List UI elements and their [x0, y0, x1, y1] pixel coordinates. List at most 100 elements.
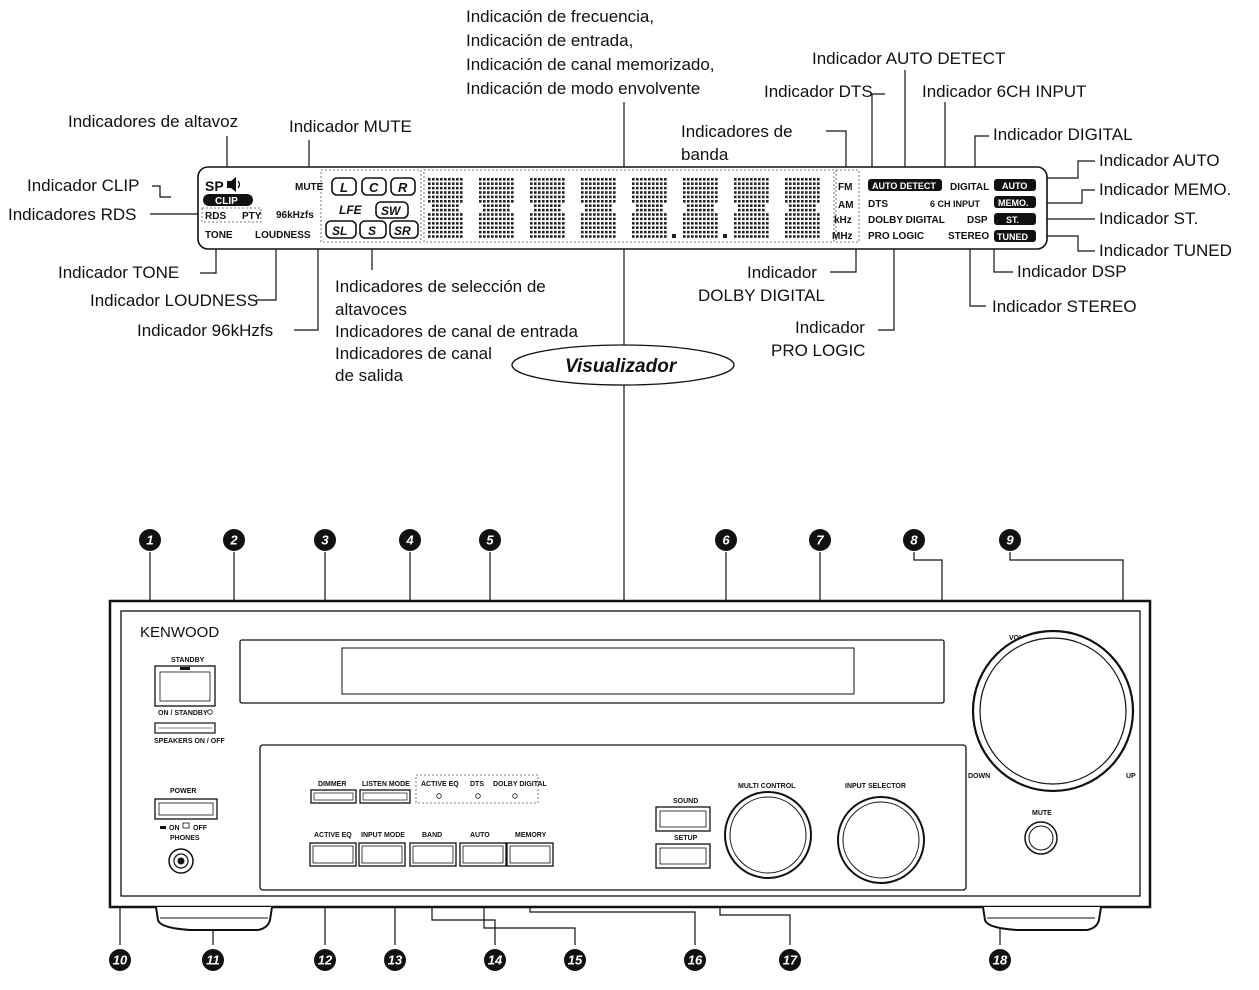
ch-s: S: [368, 224, 376, 238]
active-eq-led: [436, 793, 442, 799]
standby-button[interactable]: [154, 665, 216, 707]
display-dts: DTS: [868, 199, 888, 210]
display-tuned: TUNED: [997, 232, 1028, 242]
sound-label: SOUND: [673, 798, 698, 805]
ch-lfe: LFE: [339, 203, 363, 217]
label-prologic-1: Indicador: [795, 318, 865, 337]
label-prologic-2: PRO LOGIC: [771, 341, 865, 360]
callout-number-1: 1: [146, 533, 153, 548]
sound-button[interactable]: [655, 806, 711, 832]
label-seleccion-2: altavoces: [335, 300, 407, 319]
display-dsp: DSP: [967, 215, 988, 226]
display-mute: MUTE: [295, 182, 324, 193]
callout-number-8: 8: [910, 533, 918, 548]
input-mode-button[interactable]: [358, 842, 406, 867]
brand-logo: KENWOOD: [140, 624, 219, 641]
phones-label: PHONES: [170, 835, 200, 842]
label-st: Indicador ST.: [1099, 209, 1198, 228]
callout-circle-11: [202, 949, 224, 971]
dot-matrix-char: [581, 178, 616, 238]
dts-led: [475, 793, 481, 799]
callout-circle-10: [109, 949, 131, 971]
callout-circle-5: [479, 529, 501, 551]
dolby-led: [512, 793, 518, 799]
display-clip: CLIP: [215, 196, 238, 207]
listen-mode-button[interactable]: [359, 789, 411, 804]
auto-button[interactable]: [459, 842, 507, 867]
label-auto: Indicador AUTO: [1099, 151, 1220, 170]
callout-number-15: 15: [568, 953, 583, 968]
dimmer-button[interactable]: [310, 789, 357, 804]
callout-number-12: 12: [318, 953, 333, 968]
dolby-indicator-label: DOLBY DIGITAL: [493, 781, 548, 788]
display-tone: TONE: [205, 230, 233, 241]
input-mode-label: INPUT MODE: [361, 832, 405, 839]
active-eq-label: ACTIVE EQ: [314, 832, 352, 839]
power-button[interactable]: [154, 798, 218, 820]
on-icon: [160, 826, 166, 829]
dot-matrix-char: [683, 178, 718, 238]
label-mute: Indicador MUTE: [289, 117, 412, 136]
dot-matrix-char: [785, 178, 820, 238]
speaker-icon: [227, 177, 241, 192]
dimmer-label: DIMMER: [318, 781, 346, 788]
display-window: SP CLIP RDS PTY TONE LOUDNESS MUTE 96kHz…: [197, 166, 1048, 250]
callout-number-16: 16: [688, 953, 703, 968]
callout-circle-9: [999, 529, 1021, 551]
ch-sl: SL: [332, 224, 347, 238]
label-seleccion-4: Indicadores de canal: [335, 344, 492, 363]
callout-number-7: 7: [816, 533, 824, 548]
display-frame: [197, 166, 1048, 250]
dot-matrix-char: [479, 178, 514, 238]
label-freq-2: Indicación de entrada,: [466, 31, 633, 50]
label-dts: Indicador DTS: [764, 82, 873, 101]
label-freq-4: Indicación de modo envolvente: [466, 79, 700, 98]
power-label: POWER: [170, 788, 196, 795]
display-clip-badge: [203, 194, 253, 206]
band-button[interactable]: [409, 842, 457, 867]
callout-circle-14: [484, 949, 506, 971]
display-dolby: DOLBY DIGITAL: [868, 215, 945, 226]
label-seleccion-3: Indicadores de canal de entrada: [335, 322, 578, 341]
down-label: DOWN: [968, 773, 990, 780]
callout-number-14: 14: [488, 953, 503, 968]
band-label: BAND: [422, 832, 442, 839]
memory-button[interactable]: [506, 842, 554, 867]
display-auto-detect: AUTO DETECT: [872, 181, 936, 191]
volume-knob[interactable]: [971, 629, 1135, 793]
mute-label: MUTE: [1032, 810, 1052, 817]
ch-r: R: [398, 180, 408, 195]
active-eq-button[interactable]: [309, 842, 357, 867]
callout-number-11: 11: [206, 953, 220, 968]
panel-display-window: [239, 639, 945, 704]
ch-l: L: [340, 180, 348, 195]
input-selector-knob[interactable]: [837, 796, 925, 884]
mute-button[interactable]: [1024, 821, 1058, 855]
label-tuned: Indicador TUNED: [1099, 241, 1232, 260]
label-rds: Indicadores RDS: [8, 205, 137, 224]
callout-circle-7: [809, 529, 831, 551]
multi-control-knob[interactable]: [724, 791, 812, 879]
ch-c: C: [369, 180, 379, 195]
label-freq-1: Indicación de frecuencia,: [466, 7, 654, 26]
listen-mode-label: LISTEN MODE: [362, 781, 410, 788]
display-stereo: STEREO: [948, 231, 989, 242]
callout-number-18: 18: [993, 953, 1008, 968]
label-96khz: Indicador 96kHzfs: [137, 321, 273, 340]
callout-number-4: 4: [405, 533, 414, 548]
display-prologic: PRO LOGIC: [868, 231, 924, 242]
auto-label: AUTO: [470, 832, 490, 839]
on-label: ON: [169, 825, 180, 832]
callout-circle-8: [903, 529, 925, 551]
on-standby-label: ON / STANDBY: [158, 710, 208, 717]
display-st: ST.: [1006, 215, 1019, 225]
setup-button[interactable]: [655, 843, 711, 869]
callout-circle-1: [139, 529, 161, 551]
callout-circle-18: [989, 949, 1011, 971]
display-fm: FM: [838, 182, 852, 193]
display-sp: SP: [205, 178, 224, 194]
dot-matrix-decimal: [672, 234, 676, 238]
dot-matrix-char: [632, 178, 667, 238]
display-auto: AUTO: [1002, 181, 1027, 191]
